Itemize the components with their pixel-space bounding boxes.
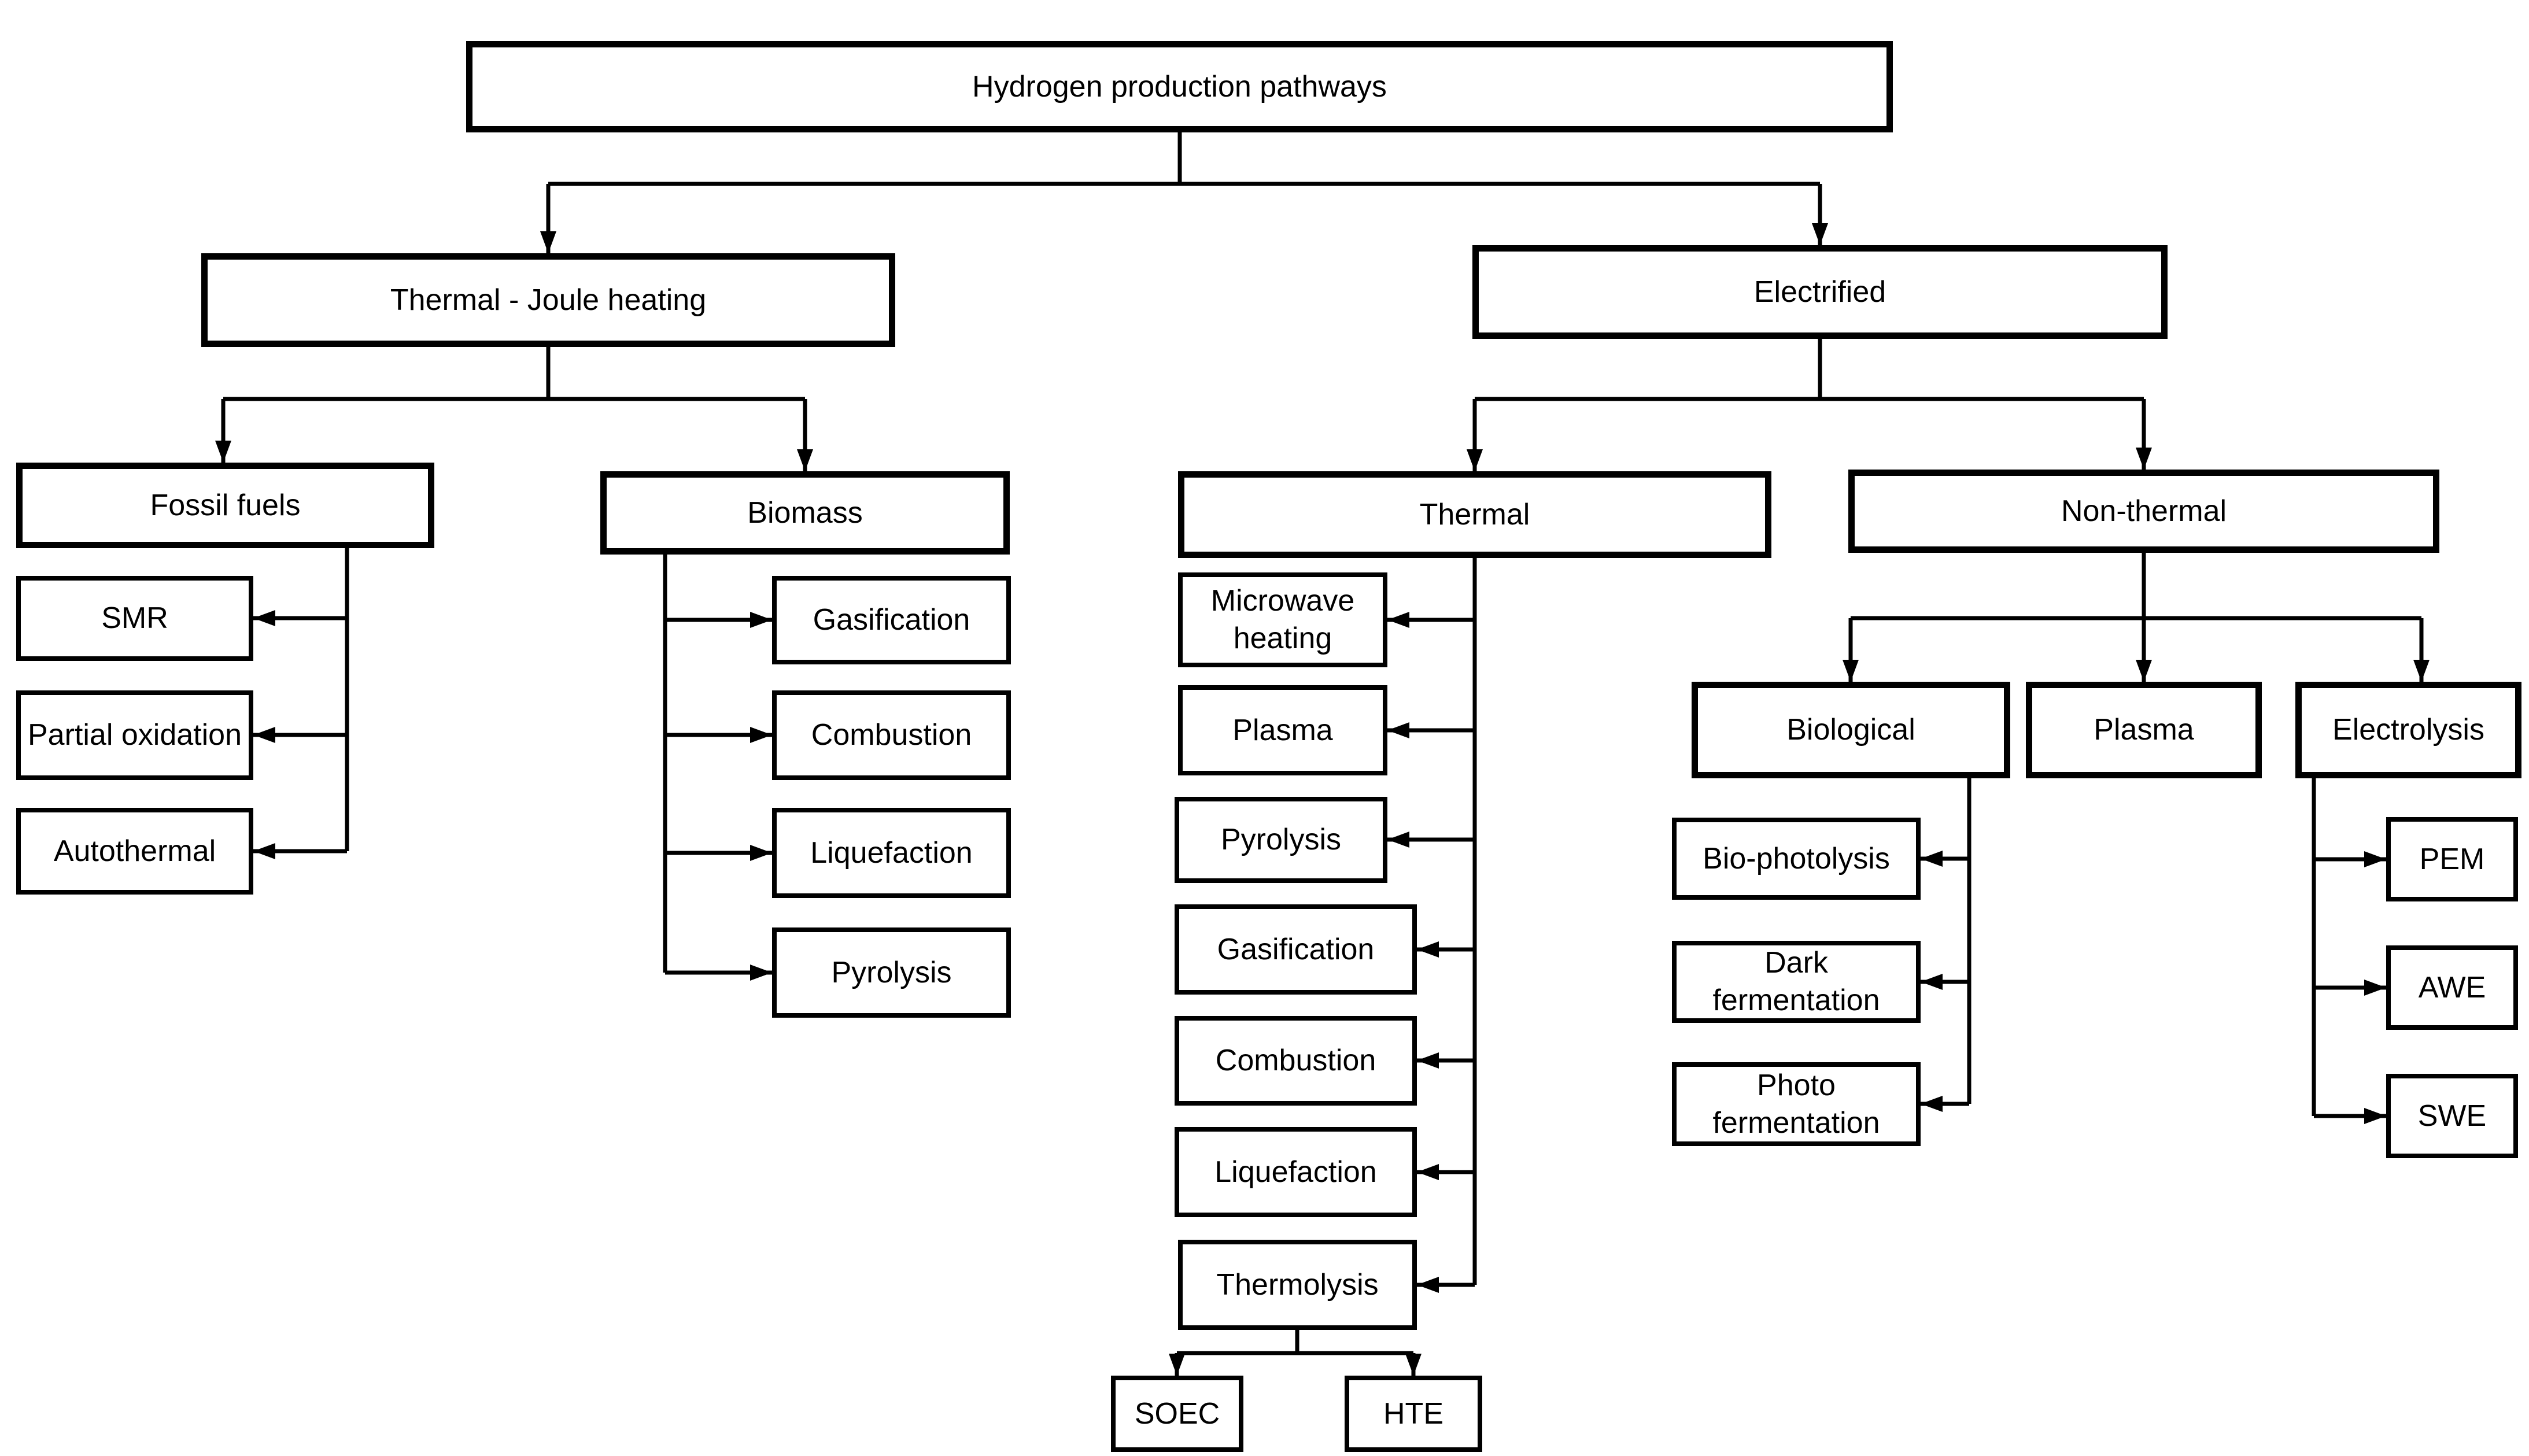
node-label: Fossil fuels <box>150 488 301 522</box>
node-photo-fermentation: Photo fermentation <box>1672 1062 1921 1146</box>
node-label: Electrified <box>1753 275 1886 309</box>
node-awe: AWE <box>2386 945 2518 1030</box>
node-pem: PEM <box>2386 817 2518 901</box>
node-label: Gasification <box>813 603 970 637</box>
node-label: SMR <box>101 601 168 635</box>
node-label: Pyrolysis <box>1220 823 1342 856</box>
node-label: SWE <box>2417 1099 2487 1133</box>
node-label: Combustion <box>811 718 972 752</box>
node-label: PEM <box>2419 842 2485 876</box>
node-label: Thermolysis <box>1216 1267 1379 1302</box>
node-electrified: Electrified <box>1472 245 2168 339</box>
node-biomass: Biomass <box>600 471 1010 555</box>
connector-trunks <box>223 132 2421 1355</box>
node-label: Liquefaction <box>1214 1155 1377 1189</box>
node-label: Photo fermentation <box>1712 1068 1880 1140</box>
node-thermal-plasma: Plasma <box>1178 685 1387 775</box>
node-label: Plasma <box>2094 713 2194 747</box>
node-swe: SWE <box>2386 1074 2518 1158</box>
node-label: Dark fermentation <box>1712 946 1880 1017</box>
node-label: Biomass <box>747 496 863 530</box>
node-nonthermal-plasma: Plasma <box>2026 682 2262 778</box>
node-label: HTE <box>1383 1396 1443 1431</box>
node-biomass-pyrolysis: Pyrolysis <box>772 927 1011 1018</box>
connector-arrows <box>215 184 2430 1376</box>
node-thermolysis: Thermolysis <box>1178 1240 1417 1330</box>
node-label: Combustion <box>1215 1044 1376 1077</box>
node-electrolysis: Electrolysis <box>2295 682 2521 778</box>
node-label: Microwave heating <box>1210 584 1355 655</box>
node-autothermal: Autothermal <box>16 808 253 895</box>
node-label: Thermal <box>1419 497 1530 531</box>
node-hydrogen-production-pathways: Hydrogen production pathways <box>466 41 1893 132</box>
node-electrified-thermal: Thermal <box>1178 471 1771 558</box>
node-label: Thermal - Joule heating <box>390 283 707 317</box>
node-biomass-combustion: Combustion <box>772 690 1011 780</box>
node-label: Pyrolysis <box>831 955 952 989</box>
node-thermal-liquefaction: Liquefaction <box>1175 1127 1417 1217</box>
node-thermal-joule-heating: Thermal - Joule heating <box>201 253 895 347</box>
node-partial-oxidation: Partial oxidation <box>16 690 253 780</box>
node-label: AWE <box>2418 970 2486 1004</box>
node-label: Partial oxidation <box>28 718 242 752</box>
node-biomass-gasification: Gasification <box>772 576 1011 664</box>
node-label: Biological <box>1786 713 1915 747</box>
node-label: Hydrogen production pathways <box>972 69 1387 104</box>
node-hte: HTE <box>1345 1376 1482 1452</box>
node-label: Plasma <box>1232 713 1333 747</box>
node-thermal-gasification: Gasification <box>1175 904 1417 995</box>
node-label: Autothermal <box>53 834 216 868</box>
node-label: Bio-photolysis <box>1703 841 1890 875</box>
node-label: Non-thermal <box>2061 494 2227 528</box>
node-soec: SOEC <box>1111 1376 1243 1452</box>
node-label: Liquefaction <box>810 836 973 870</box>
node-non-thermal: Non-thermal <box>1848 470 2439 553</box>
node-label: SOEC <box>1134 1396 1220 1431</box>
node-microwave-heating: Microwave heating <box>1178 572 1387 667</box>
node-dark-fermentation: Dark fermentation <box>1672 941 1921 1023</box>
node-biomass-liquefaction: Liquefaction <box>772 808 1011 898</box>
node-fossil-fuels: Fossil fuels <box>16 463 434 548</box>
node-bio-photolysis: Bio-photolysis <box>1672 818 1921 900</box>
node-thermal-pyrolysis: Pyrolysis <box>1175 797 1387 883</box>
node-label: Gasification <box>1217 932 1375 966</box>
node-thermal-combustion: Combustion <box>1175 1016 1417 1106</box>
node-biological: Biological <box>1692 682 2010 778</box>
node-label: Electrolysis <box>2332 713 2484 747</box>
node-smr: SMR <box>16 576 253 661</box>
